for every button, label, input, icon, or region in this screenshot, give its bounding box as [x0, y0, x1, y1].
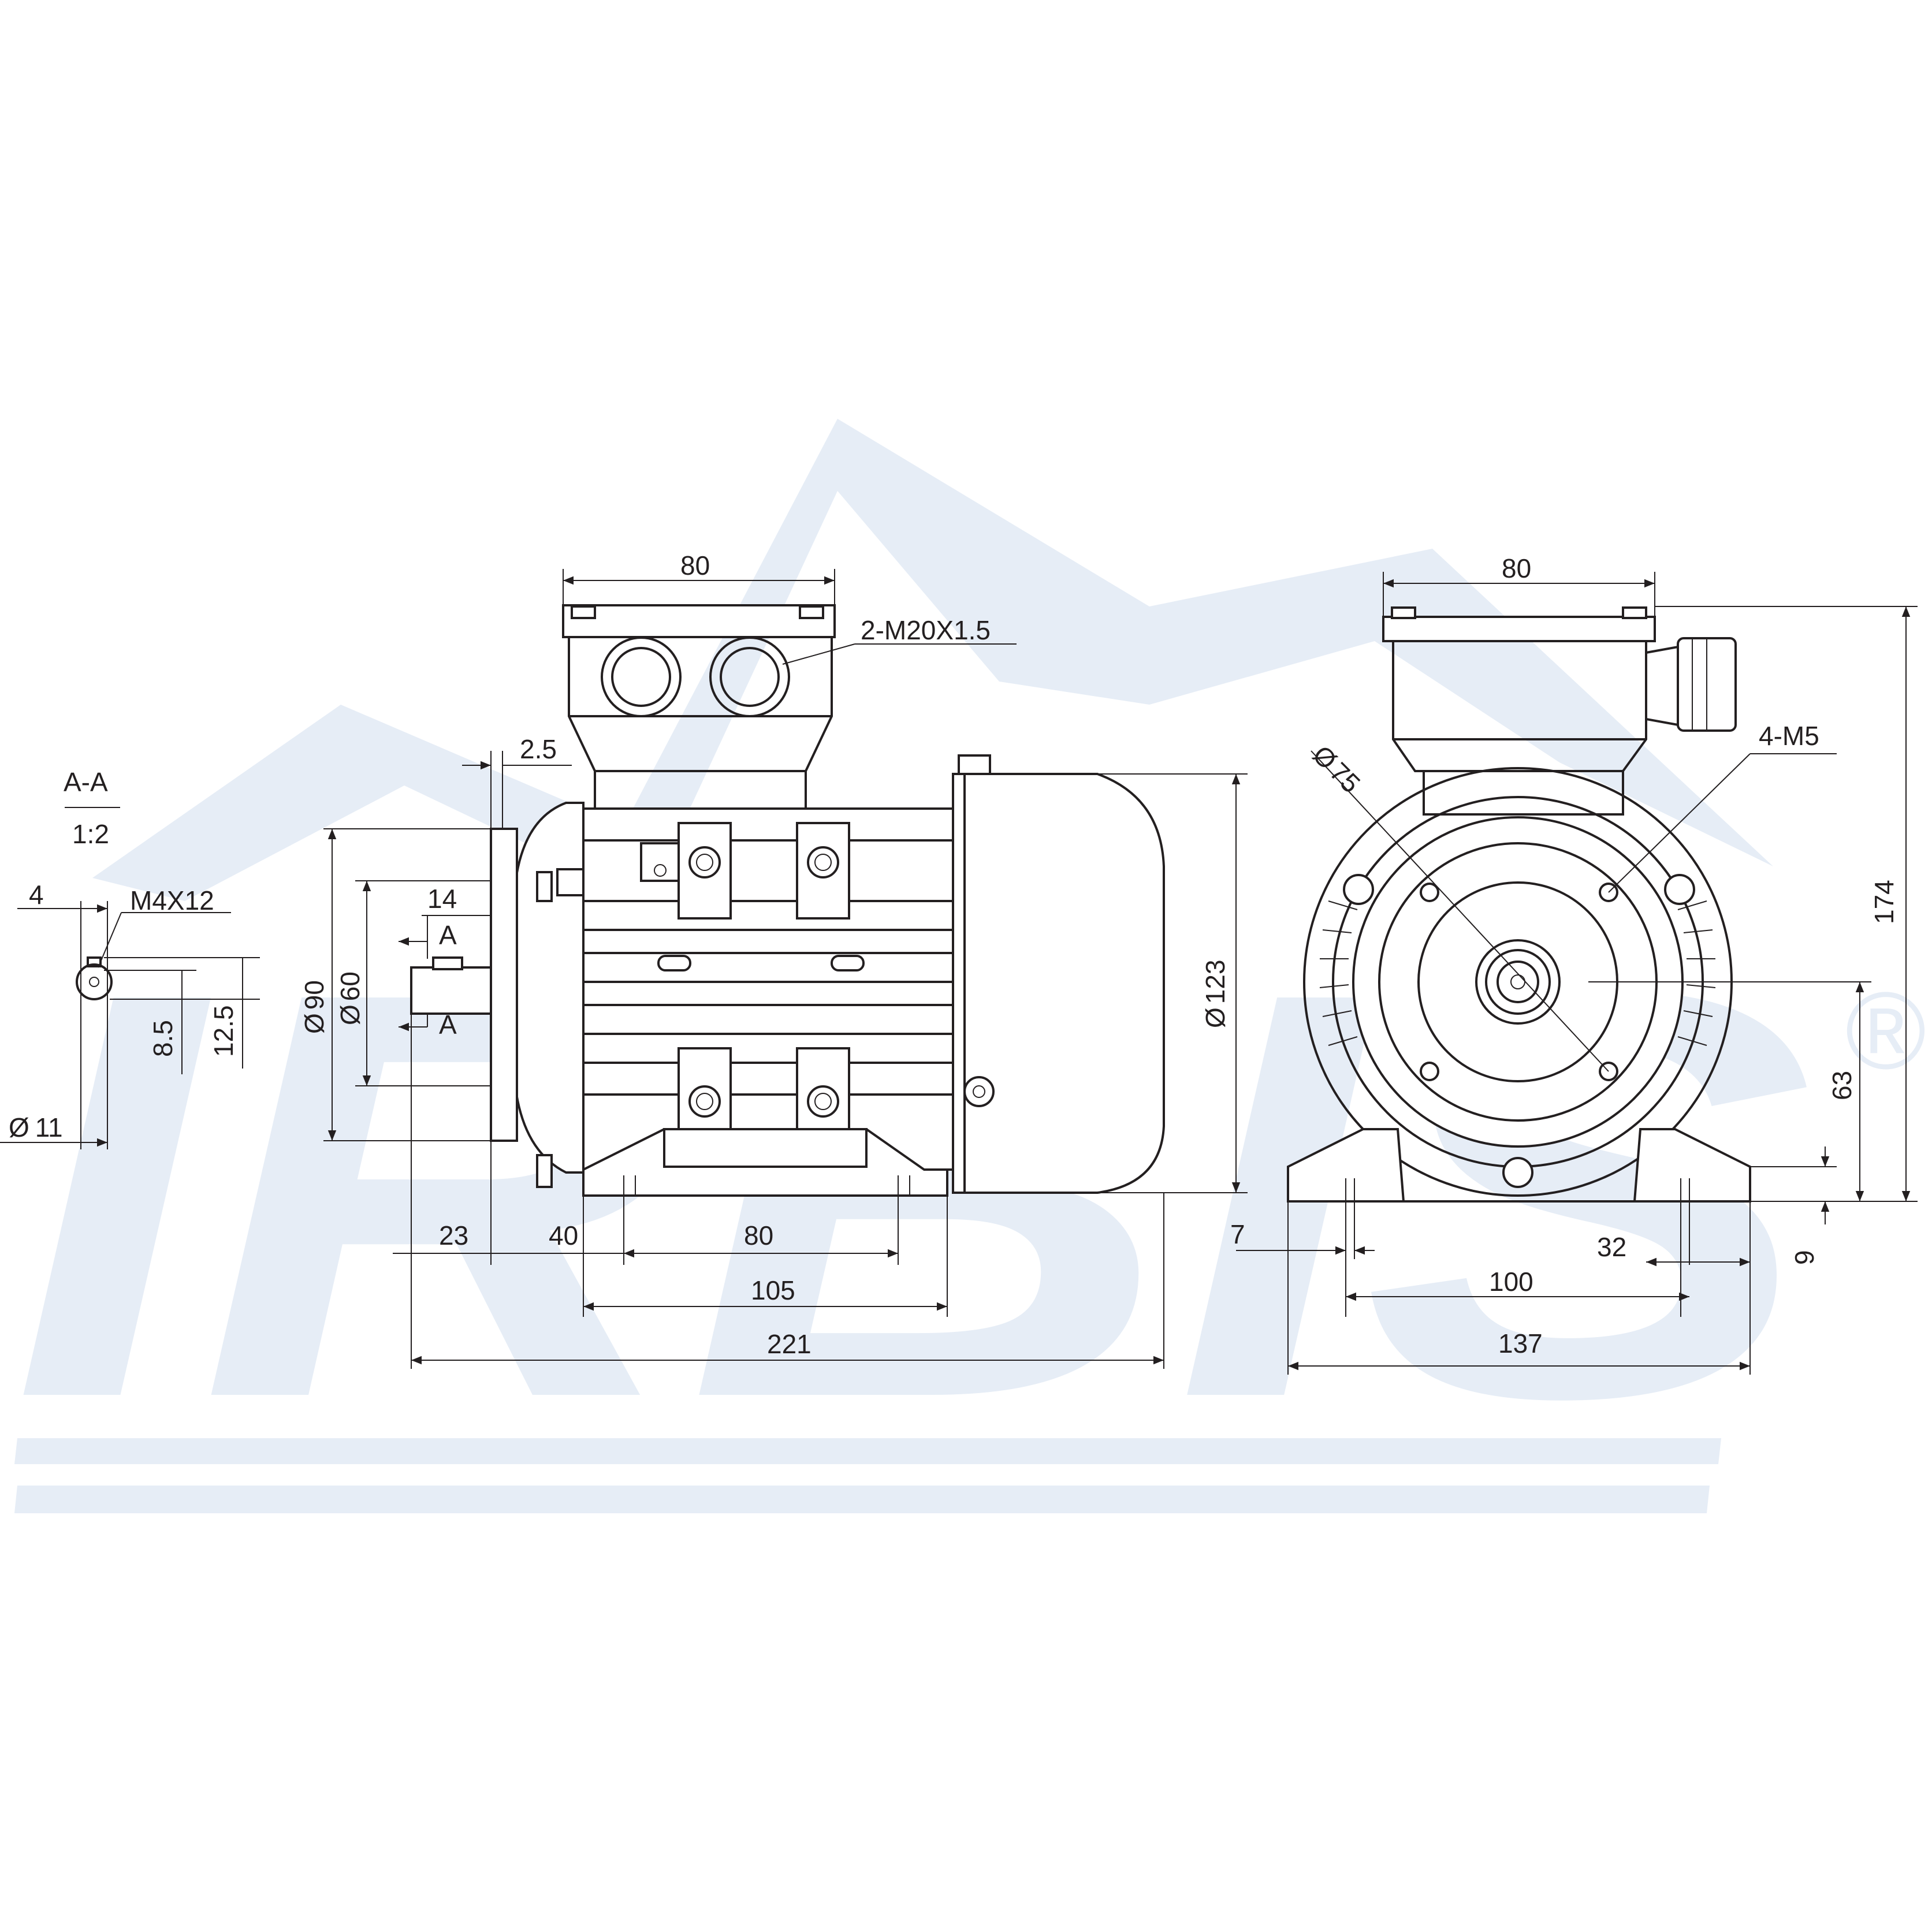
- shaft-end: [1475, 939, 1561, 1025]
- cable-gland-2: [709, 636, 790, 717]
- overall-width-label: 137: [1498, 1328, 1543, 1358]
- watermark-stripe-top: [14, 1438, 1721, 1464]
- body-dia-label: Ø123: [1200, 959, 1230, 1028]
- key-length-label: 14: [427, 884, 457, 914]
- thread-label: M4X12: [130, 885, 214, 915]
- end-shield: [513, 802, 585, 1174]
- pcd-label: Ø75: [1307, 739, 1366, 798]
- cable-gland-side: [1645, 637, 1737, 732]
- m5-holes: [1420, 883, 1618, 1081]
- front-view: 80 174 63 9 4-M5 Ø75 7 32 100 13: [1230, 553, 1918, 1375]
- section-title: A-A: [64, 767, 108, 797]
- terminal-box-lid: [562, 604, 836, 638]
- shaft-height-label: 12.5: [209, 1005, 239, 1057]
- flange-dia-label: Ø90: [299, 980, 329, 1034]
- drain-plug: [963, 1076, 995, 1107]
- section-scale: 1:2: [72, 819, 109, 849]
- terminal-box-lid-front: [1382, 616, 1656, 642]
- lifting-eye-nut: [958, 754, 991, 775]
- shaft-section: [76, 963, 113, 1000]
- shaft-height-front-label: 63: [1827, 1071, 1857, 1100]
- section-mark-bottom: A: [439, 1010, 457, 1040]
- flange-thickness-label: 2.5: [520, 734, 557, 764]
- foot-slot-label: 7: [1230, 1219, 1245, 1249]
- cable-gland-1: [601, 636, 682, 717]
- front-feet: [1287, 1128, 1405, 1203]
- box-width-label: 80: [680, 550, 710, 580]
- flange: [490, 828, 518, 1142]
- overall-height-label: 174: [1869, 880, 1899, 924]
- overall-length-label: 221: [767, 1329, 811, 1359]
- motor-body: [582, 807, 954, 1171]
- foot-width-label: 32: [1597, 1232, 1626, 1262]
- foot-hole-spacing-front-label: 100: [1489, 1267, 1533, 1297]
- cable-gland-label: 2-M20X1.5: [861, 615, 991, 645]
- key-width-label: 4: [29, 880, 44, 910]
- front-box-width-label: 80: [1502, 553, 1531, 583]
- watermark-stripe-bottom: [14, 1486, 1710, 1513]
- shaft: [410, 966, 492, 1015]
- foot-thickness-label: 9: [1789, 1250, 1819, 1265]
- side-view: 80 2-M20X1.5 2.5 14 A A Ø90 Ø60: [299, 550, 1248, 1369]
- spigot-dia-label: Ø60: [335, 971, 365, 1025]
- shaft-length-label: 23: [439, 1220, 468, 1250]
- foot-offset-label: 40: [549, 1220, 578, 1250]
- mountain-watermark: [92, 419, 1773, 901]
- registered-mark: ®: [1845, 970, 1926, 1092]
- foot-length-label: 105: [751, 1275, 795, 1305]
- fan-cover: [952, 773, 1165, 1194]
- section-mark-top: A: [439, 920, 457, 950]
- cooling-fins: [583, 839, 953, 1096]
- holes-label: 4-M5: [1759, 721, 1819, 751]
- foot-hole-spacing-label: 80: [744, 1220, 773, 1250]
- key-depth-label: 8.5: [148, 1020, 178, 1057]
- fan-fins: [1319, 900, 1716, 1046]
